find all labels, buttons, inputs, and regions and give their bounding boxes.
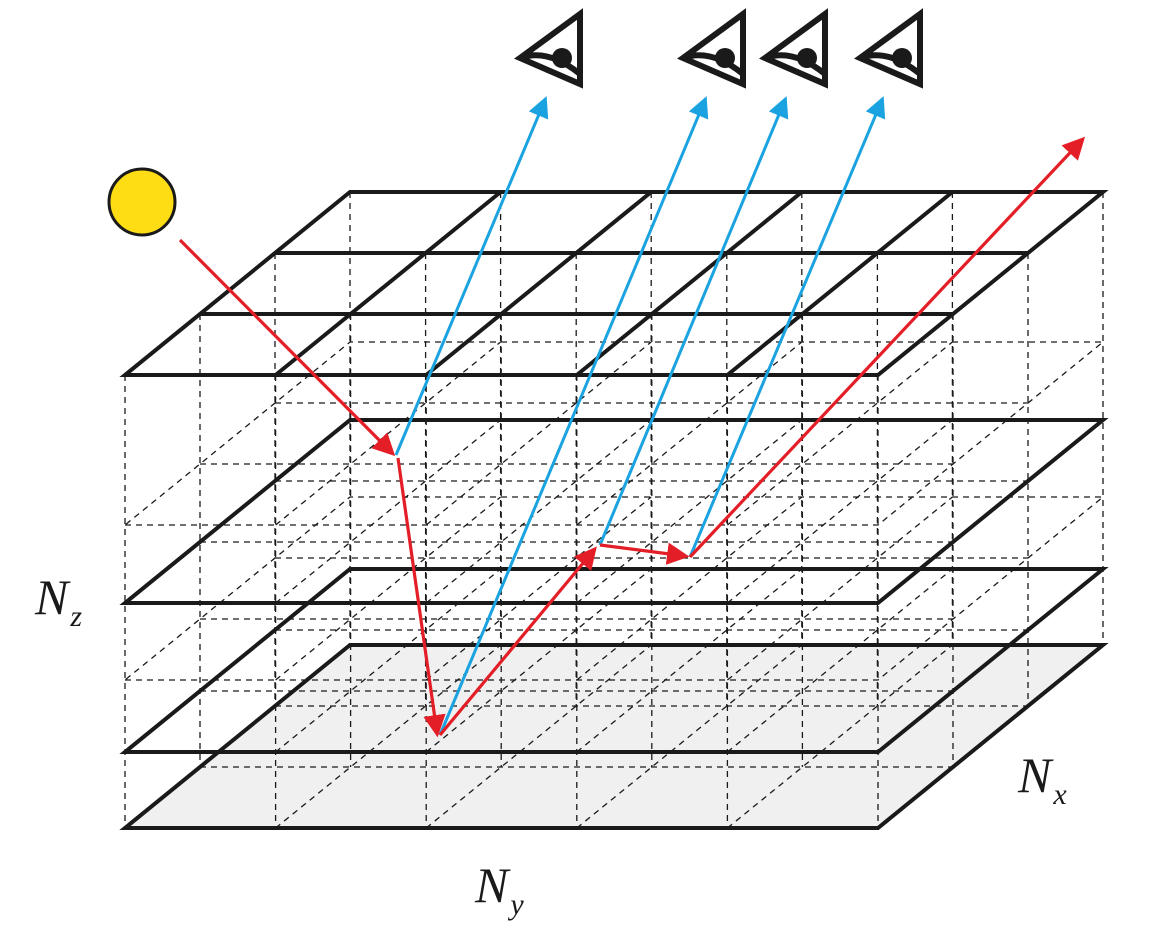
layer-grid-line <box>726 496 953 681</box>
layer-grid-line <box>425 496 652 681</box>
top-layer-grid <box>200 190 1028 377</box>
layer-grid-line <box>275 496 502 681</box>
view-ray-3 <box>598 96 789 546</box>
light-ray-scatter <box>599 542 690 565</box>
eye-icon <box>854 8 923 89</box>
eye-icon <box>677 8 746 89</box>
sun-icon <box>107 167 177 237</box>
intermediate-layer-outline <box>123 341 1105 526</box>
layer-grid-line <box>576 341 803 526</box>
layer-grid-line <box>275 568 502 753</box>
layer-grid-line <box>726 341 953 526</box>
layer-grid-line <box>576 644 803 829</box>
layer-grid-line <box>576 568 803 753</box>
light-ray-path <box>178 136 1086 738</box>
light-ray-bounce-up <box>438 546 597 737</box>
top-grid-line <box>424 190 653 377</box>
light-ray-exit <box>688 136 1086 559</box>
layer-grid-line <box>275 419 502 604</box>
light-ray-down <box>396 457 446 738</box>
layer-outline-1 <box>119 190 1109 377</box>
axis-label-nz: Nz <box>35 569 83 633</box>
layer-grid-line <box>726 419 953 604</box>
eyes <box>514 8 923 89</box>
top-grid-line <box>726 190 954 377</box>
axis-label-ny: Ny <box>475 857 524 921</box>
view-ray-4 <box>688 96 886 558</box>
eye-icon <box>514 8 583 89</box>
ground-plane <box>125 645 1105 828</box>
layer-grid-line <box>425 644 652 829</box>
axis-label-nx: Nx <box>1018 747 1067 811</box>
view-rays <box>394 96 886 736</box>
top-grid-line <box>274 190 502 377</box>
layer-grid-line <box>726 644 953 829</box>
light-ray-incoming <box>178 238 396 457</box>
intermediate-layer-outline <box>123 496 1105 681</box>
layer-grid-line <box>576 496 803 681</box>
layer-grid-line <box>275 644 502 829</box>
eye-icon <box>759 8 828 89</box>
layer-grid-line <box>726 568 953 753</box>
view-ray-1 <box>394 96 549 456</box>
layer-outline-4 <box>119 643 1109 830</box>
layer-grid-line <box>425 568 652 753</box>
top-grid-line <box>575 190 804 377</box>
layer-outline-2 <box>119 418 1109 605</box>
view-ray-2 <box>438 96 709 736</box>
layer-grid-line <box>425 419 652 604</box>
layer-grid-line <box>576 419 803 604</box>
layer-outline-3 <box>119 567 1109 754</box>
layer-grid-line <box>425 341 652 526</box>
